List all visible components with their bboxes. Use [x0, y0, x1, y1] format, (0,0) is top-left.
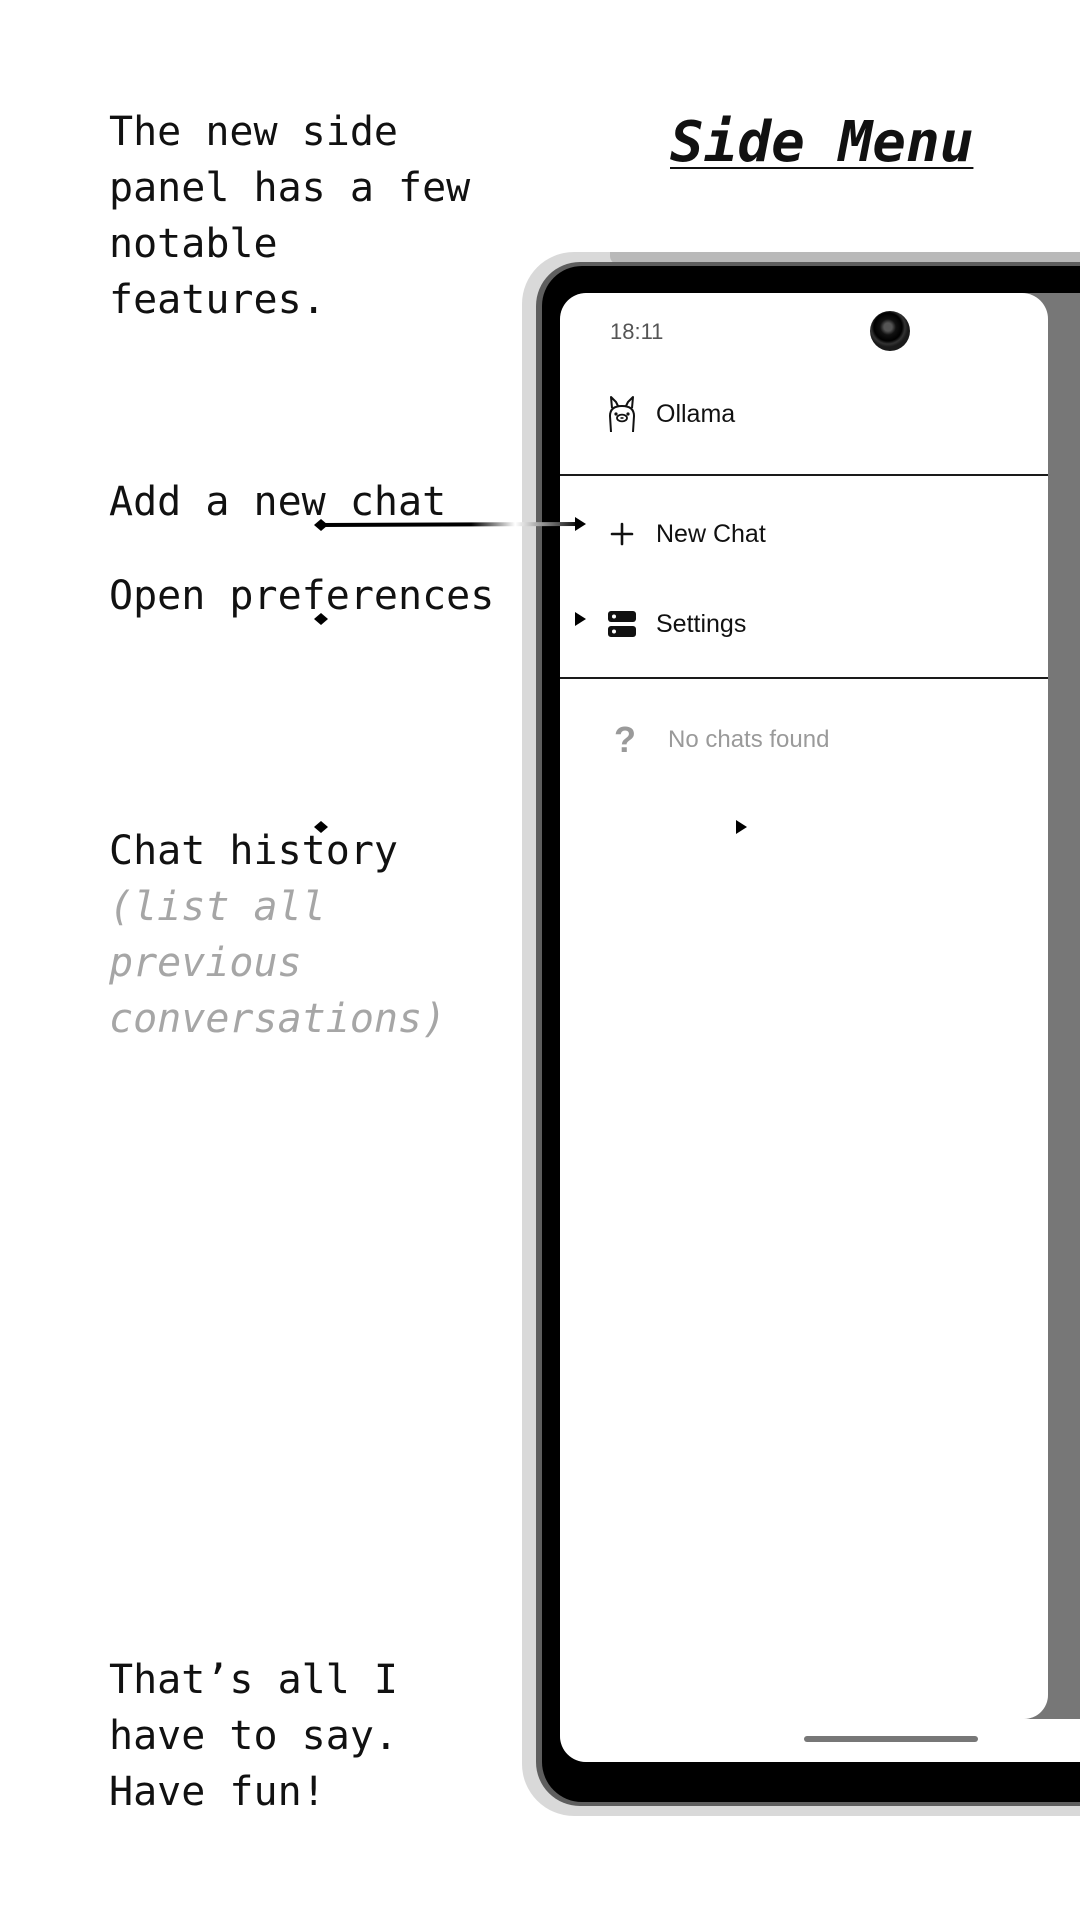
phone-screen: 18:11 Ollama New Ch — [560, 293, 1080, 1762]
header-divider — [560, 474, 1048, 476]
intro-note: The new side panel has a few notable fea… — [109, 109, 471, 323]
outro-note: That’s all I have to say. Have fun! — [109, 1657, 398, 1815]
new-chat-button[interactable]: New Chat — [606, 514, 766, 554]
drawer-header: Ollama — [606, 393, 735, 435]
settings-button[interactable]: Settings — [606, 604, 746, 644]
side-drawer: 18:11 Ollama New Ch — [560, 293, 1048, 1719]
settings-label: Settings — [656, 609, 747, 638]
front-camera-icon — [870, 311, 910, 351]
empty-chat-list: ? No chats found — [612, 719, 829, 761]
history-annotation: Chat history — [109, 828, 398, 874]
new-chat-annotation: Add a new chat — [109, 479, 447, 525]
empty-state-label: No chats found — [668, 726, 830, 753]
page-title: Side Menu — [670, 110, 974, 175]
new-chat-label: New Chat — [656, 519, 766, 548]
llama-logo-icon — [606, 396, 638, 433]
preferences-annotation: Open preferences — [109, 573, 495, 619]
home-indicator[interactable] — [804, 1736, 978, 1742]
question-mark-icon: ? — [614, 719, 636, 760]
phone-top-edge — [610, 252, 1080, 264]
menu-divider — [560, 677, 1048, 679]
history-note: (list all previous conversations) — [109, 884, 447, 1042]
status-time: 18:11 — [610, 319, 664, 344]
plus-icon — [606, 516, 638, 552]
app-name: Ollama — [656, 399, 736, 428]
settings-server-icon — [606, 606, 638, 642]
